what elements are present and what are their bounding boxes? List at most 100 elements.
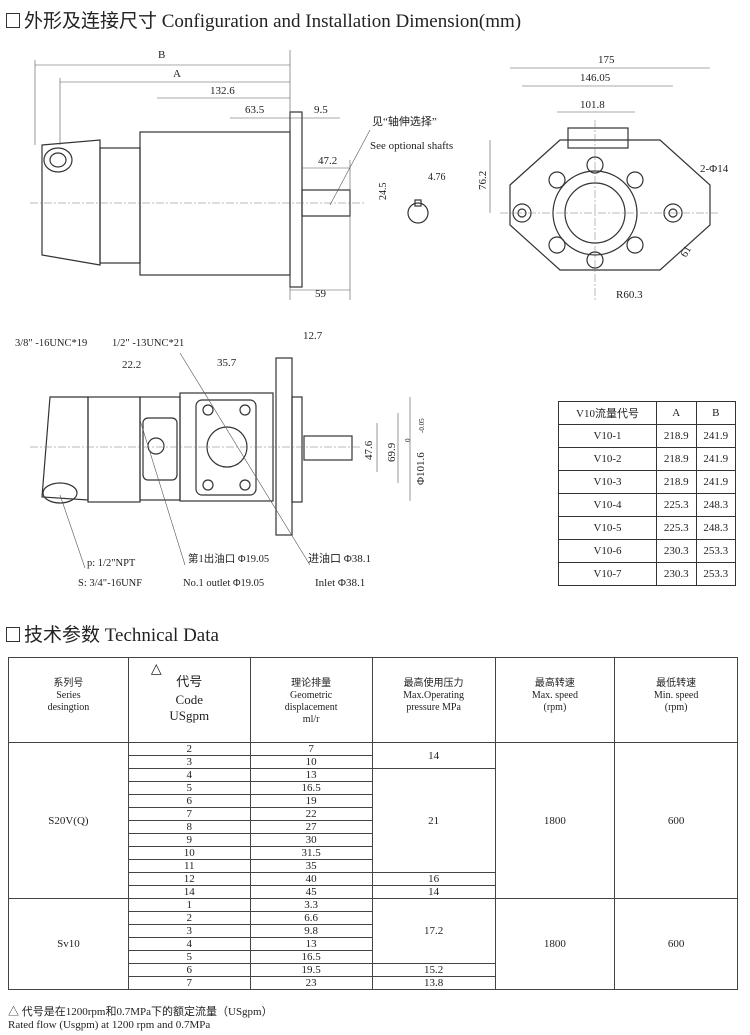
dim-9-5: 9.5 <box>314 104 328 116</box>
code-cell: 3 <box>127 755 251 769</box>
dim-a: A <box>173 68 181 80</box>
cell-b: 253.3 <box>695 562 736 586</box>
code-cell: 12 <box>127 872 251 886</box>
dim-12-7: 12.7 <box>303 330 323 342</box>
header-zh: 代号 <box>176 674 203 689</box>
header-zh: 最低转速 <box>656 678 697 689</box>
dim-175: 175 <box>598 54 615 66</box>
displacement-cell: 3.3 <box>249 898 373 912</box>
checkbox-square-icon <box>6 13 20 28</box>
pressure-cell: 17.2 <box>371 898 496 964</box>
header-a: A <box>656 401 697 425</box>
cell-a: 218.9 <box>656 447 697 471</box>
pump-top-view: B A 132.6 63.5 9.5 47.2 59 见“轴伸选择” See o… <box>30 49 453 300</box>
dim-146-05: 146.05 <box>580 72 611 84</box>
dim-24-5: 24.5 <box>378 183 389 201</box>
displacement-cell: 22 <box>249 807 373 821</box>
cell-code: V10-6 <box>557 539 658 563</box>
series-cell: Sv10 <box>8 898 129 990</box>
dim-22-2: 22.2 <box>122 359 141 371</box>
dim-63-5: 63.5 <box>245 104 265 116</box>
dim-69-9: 69.9 <box>386 442 398 462</box>
port-p-label: p: 1/2"NPT <box>87 558 136 569</box>
footnote-en: Rated flow (Usgpm) at 1200 rpm and 0.7MP… <box>8 1019 211 1031</box>
cell-b: 253.3 <box>695 539 736 563</box>
dim-61: 61 <box>678 244 694 260</box>
shaft-note-zh: 见“轴伸选择” <box>372 114 437 128</box>
displacement-cell: 16.5 <box>249 781 373 795</box>
port-s-label: S: 3/4"-16UNF <box>78 578 142 589</box>
displacement-cell: 19.5 <box>249 963 373 977</box>
dim-59: 59 <box>315 288 327 300</box>
dim-101-8: 101.8 <box>580 99 605 111</box>
displacement-cell: 45 <box>249 885 373 899</box>
code-cell: 7 <box>127 976 251 990</box>
cell-a: 230.3 <box>656 539 697 563</box>
displacement-cell: 6.6 <box>249 911 373 925</box>
shaft-note-en: See optional shafts <box>370 140 453 152</box>
cell-a: 225.3 <box>656 516 697 540</box>
inlet-label-en: Inlet Φ38.1 <box>315 577 365 589</box>
displacement-cell: 9.8 <box>249 924 373 938</box>
header-zh: 系列号 <box>53 678 84 689</box>
cell-code: V10-1 <box>557 424 658 448</box>
cell-b: 248.3 <box>695 493 736 517</box>
header-en: Max.Operating pressure MPa <box>403 690 464 713</box>
cell-b: 241.9 <box>695 470 736 494</box>
section-title-technical-data: 技术参数 Technical Data <box>6 620 219 647</box>
header-zh: 最高使用压力 <box>403 678 464 689</box>
dim-b: B <box>158 49 165 61</box>
code-cell: 1 <box>127 898 251 912</box>
outlet-label-zh: 第1出油口 Φ19.05 <box>188 552 269 565</box>
thread-label-2: 1/2" -13UNC*21 <box>112 338 184 349</box>
code-cell: 4 <box>127 937 251 951</box>
min-speed-cell: 600 <box>614 898 738 990</box>
header-zh: 最高转速 <box>534 678 575 689</box>
header-b: B <box>695 401 736 425</box>
tolerance-lower: -0.05 <box>418 418 426 433</box>
displacement-cell: 13 <box>249 768 373 782</box>
pump-side-view: 3/8" -16UNC*19 1/2" -13UNC*21 22.2 35.7 … <box>15 330 427 589</box>
code-cell: 6 <box>127 963 251 977</box>
displacement-cell: 13 <box>249 937 373 951</box>
code-cell: 2 <box>127 911 251 925</box>
checkbox-square-icon <box>6 627 20 642</box>
cell-code: V10-2 <box>557 447 658 471</box>
cell-b: 248.3 <box>695 516 736 540</box>
inlet-label-zh: 进油口 Φ38.1 <box>308 551 371 565</box>
pressure-cell: 14 <box>371 742 496 769</box>
header-en: Max. speed (rpm) <box>531 690 578 713</box>
code-cell: 11 <box>127 859 251 873</box>
outlet-label-en: No.1 outlet Φ19.05 <box>183 578 264 589</box>
dim-76-2: 76.2 <box>477 171 489 190</box>
dim-2-phi14: 2-Φ14 <box>700 163 729 175</box>
displacement-cell: 31.5 <box>249 846 373 860</box>
series-cell: S20V(Q) <box>8 742 129 899</box>
dim-4-76: 4.76 <box>428 172 446 183</box>
code-cell: 10 <box>127 846 251 860</box>
thread-label-1: 3/8" -16UNC*19 <box>15 338 87 349</box>
pressure-cell: 16 <box>371 872 496 886</box>
dim-47-2: 47.2 <box>318 155 337 167</box>
header-en: Geometric displacement ml/r <box>284 690 338 725</box>
code-cell: 7 <box>127 807 251 821</box>
max-speed-cell: 1800 <box>494 742 616 899</box>
